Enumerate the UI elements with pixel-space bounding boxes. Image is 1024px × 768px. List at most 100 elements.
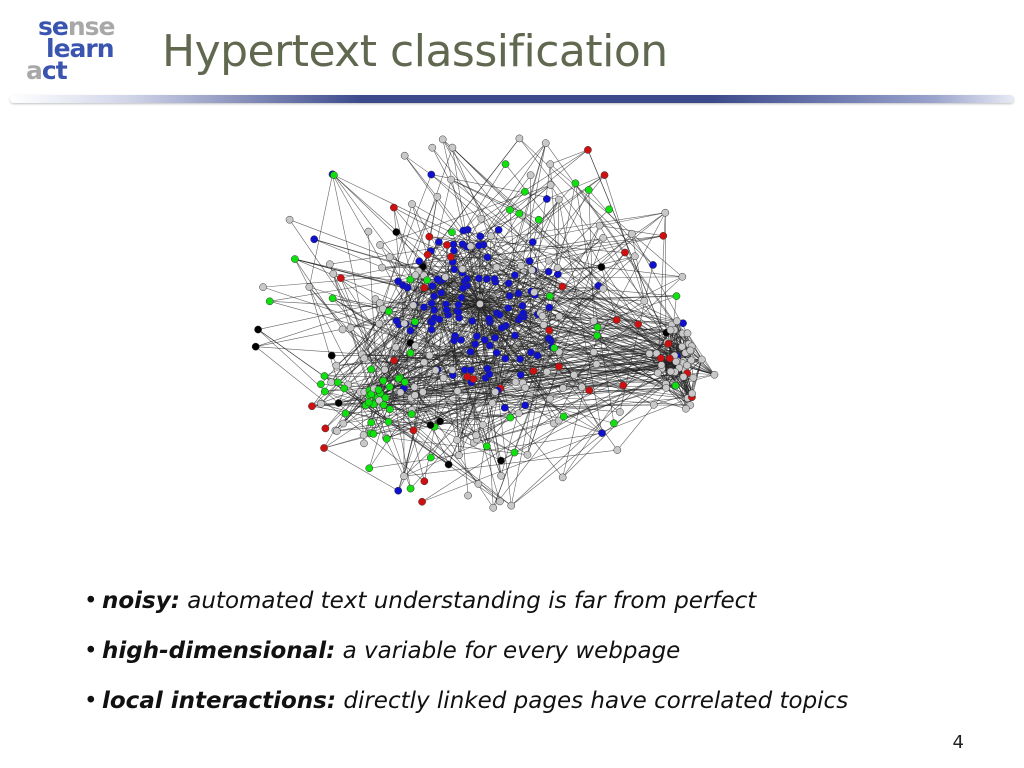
graph-node — [500, 403, 509, 412]
graph-node — [472, 431, 481, 440]
graph-node — [504, 279, 513, 288]
graph-node — [464, 491, 472, 500]
graph-node — [400, 151, 409, 160]
graph-node — [529, 367, 538, 375]
graph-node — [555, 362, 563, 371]
graph-node — [478, 420, 487, 429]
graph-node — [427, 299, 436, 308]
graph-node — [593, 323, 602, 332]
graph-node — [490, 275, 499, 283]
graph-node — [679, 372, 688, 381]
graph-node — [334, 399, 343, 407]
graph-node — [457, 336, 465, 344]
graph-node — [514, 289, 523, 298]
graph-node — [516, 371, 525, 379]
graph-node — [528, 238, 537, 246]
graph-node — [511, 331, 519, 340]
graph-node — [474, 274, 483, 283]
graph-node — [518, 301, 527, 310]
graph-node — [683, 329, 692, 338]
graph-node — [550, 344, 559, 352]
graph-node — [538, 312, 547, 320]
graph-node — [411, 391, 419, 400]
graph-node — [338, 325, 347, 334]
graph-node — [394, 277, 402, 286]
graph-node — [653, 369, 662, 377]
graph-node — [320, 444, 328, 452]
graph-node — [439, 374, 448, 382]
graph-node — [589, 317, 598, 325]
graph-node — [688, 389, 696, 398]
graph-node — [477, 214, 486, 223]
graph-node — [543, 367, 551, 376]
graph-node — [671, 381, 680, 390]
page-number: 4 — [952, 732, 964, 753]
graph-node — [394, 486, 403, 495]
graph-node — [612, 316, 621, 324]
graph-node — [458, 265, 467, 273]
graph-node — [473, 332, 481, 341]
graph-node — [305, 283, 314, 291]
graph-node — [457, 293, 466, 302]
bullet-term: high-dimensional: — [102, 638, 336, 664]
graph-node — [448, 228, 456, 237]
graph-node — [542, 195, 551, 203]
graph-node — [570, 371, 578, 379]
graph-node — [476, 232, 485, 241]
graph-node — [427, 325, 436, 334]
graph-node — [541, 139, 550, 148]
graph-node — [410, 383, 419, 391]
graph-node — [328, 294, 337, 303]
graph-node — [526, 348, 535, 357]
graph-node — [317, 380, 325, 389]
graph-node — [598, 429, 606, 437]
graph-node — [683, 361, 691, 370]
graph-node — [515, 134, 524, 143]
graph-node — [433, 192, 442, 201]
graph-node — [678, 272, 687, 281]
graph-node — [546, 181, 555, 189]
graph-node — [605, 205, 613, 214]
graph-node — [254, 325, 262, 334]
graph-node — [428, 143, 437, 152]
graph-node — [406, 326, 415, 335]
graph-node — [672, 292, 681, 300]
graph-node — [419, 388, 427, 396]
graph-node — [649, 261, 657, 269]
graph-node — [521, 383, 530, 392]
graph-node — [329, 269, 338, 278]
bullet-dot: • — [84, 638, 98, 664]
graph-node — [584, 146, 592, 154]
graph-node — [407, 410, 416, 418]
bullet-term: local interactions: — [102, 688, 337, 714]
graph-node — [480, 336, 489, 344]
graph-node — [487, 232, 495, 240]
graph-node — [467, 366, 475, 374]
graph-node — [497, 456, 505, 465]
graph-node — [400, 472, 408, 481]
graph-node — [474, 480, 483, 488]
graph-node — [340, 384, 349, 393]
graph-node — [558, 282, 567, 291]
graph-node — [682, 404, 690, 413]
graph-node — [336, 274, 345, 282]
graph-node — [320, 387, 329, 396]
graph-node — [454, 300, 463, 309]
graph-node — [285, 215, 294, 224]
bullet-text: automated text understanding is far from… — [179, 588, 757, 614]
graph-node — [554, 270, 562, 279]
graph-node — [428, 282, 437, 290]
graph-node — [384, 417, 393, 426]
graph-node — [463, 275, 471, 283]
graph-node — [346, 323, 355, 332]
graph-node — [466, 347, 475, 356]
graph-node — [442, 306, 451, 314]
graph-node — [341, 409, 350, 418]
sense-learn-act-logo: sense learn act — [20, 14, 130, 90]
graph-nodes — [251, 134, 719, 512]
graph-node — [425, 351, 434, 360]
graph-node — [406, 349, 415, 357]
graph-node — [411, 342, 420, 350]
graph-node — [584, 186, 593, 194]
graph-node — [396, 388, 405, 397]
